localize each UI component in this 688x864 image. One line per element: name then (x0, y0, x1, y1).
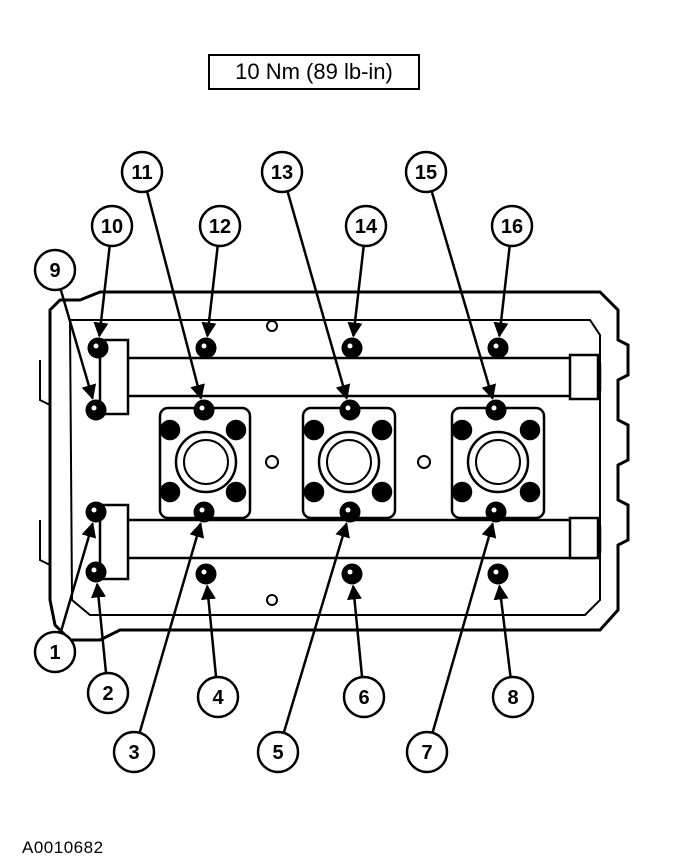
leader-line-9 (59, 288, 97, 400)
bearing-cap-right (450, 406, 546, 520)
leader-line-10 (93, 245, 111, 338)
bolt-3-highlight (198, 506, 206, 514)
callout-12-circle (198, 204, 242, 248)
callout-3-label: 3 (128, 742, 139, 764)
callout-10: 10 (90, 204, 134, 248)
lower-camshaft (98, 503, 602, 581)
callout-12-label: 12 (209, 216, 231, 238)
leader-line-8 (493, 584, 512, 678)
bolt-4-highlight (200, 568, 208, 576)
callout-3-circle (112, 730, 156, 774)
callout-5-circle (256, 730, 300, 774)
bolt-group (85, 337, 509, 585)
callout-1-label: 1 (49, 642, 60, 664)
callout-6-label: 6 (358, 687, 369, 709)
callout-11-label: 11 (131, 162, 152, 184)
leader-line-1 (59, 522, 97, 634)
callout-11: 11 (120, 150, 164, 194)
bolt-14-highlight (346, 342, 354, 350)
callout-9-label: 9 (49, 260, 60, 282)
callout-16-circle (490, 204, 534, 248)
leader-line-3 (138, 522, 205, 734)
callout-1: 1 (33, 630, 77, 674)
callout-14-label: 14 (355, 216, 378, 238)
callout-12: 12 (198, 204, 242, 248)
leader-line-14 (347, 245, 365, 338)
callout-2-circle (86, 671, 130, 715)
callout-7-label: 7 (421, 742, 432, 764)
bolt-10-highlight (92, 342, 100, 350)
leader-line-13 (286, 190, 351, 400)
callout-10-circle (90, 204, 134, 248)
leader-line-6 (347, 584, 364, 678)
callout-3: 3 (112, 730, 156, 774)
bearing-cap-left (158, 406, 252, 520)
bolt-13-highlight (344, 404, 352, 412)
callout-15-label: 15 (415, 162, 437, 184)
callout-2: 2 (86, 671, 130, 715)
callout-1-circle (33, 630, 77, 674)
callout-5: 5 (256, 730, 300, 774)
bolt-15-highlight (490, 404, 498, 412)
leader-line-2 (91, 582, 108, 674)
callout-8-circle (491, 675, 535, 719)
bolt-12-highlight (200, 342, 208, 350)
bolt-6-highlight (346, 568, 354, 576)
callout-4: 4 (196, 675, 240, 719)
bolt-2-highlight (90, 566, 98, 574)
callout-8: 8 (491, 675, 535, 719)
callout-7-circle (405, 730, 449, 774)
callout-7: 7 (405, 730, 449, 774)
callout-15: 15 (404, 150, 448, 194)
bolt-1-highlight (90, 506, 98, 514)
small-bolt-holes (265, 320, 431, 606)
callout-4-label: 4 (212, 687, 224, 709)
bolt-16-highlight (492, 342, 500, 350)
leader-line-12 (201, 245, 219, 338)
leader-line-16 (493, 245, 511, 338)
callout-16-label: 16 (501, 216, 523, 238)
torque-spec-label: 10 Nm (89 lb-in) (208, 54, 420, 90)
leader-line-4 (201, 584, 218, 678)
bolt-9-highlight (90, 404, 98, 412)
bolt-7-highlight (490, 506, 498, 514)
leader-line-11 (145, 191, 205, 400)
callout-10-label: 10 (101, 216, 123, 238)
callout-6-circle (342, 675, 386, 719)
figure-reference-code: A0010682 (22, 838, 104, 857)
callout-8-label: 8 (507, 687, 518, 709)
leader-line-7 (431, 522, 497, 734)
bolt-11-highlight (198, 404, 206, 412)
upper-camshaft (98, 338, 602, 416)
callout-13-label: 13 (271, 162, 293, 184)
leader-line-15 (430, 190, 497, 400)
bolt-8-highlight (492, 568, 500, 576)
callout-13: 13 (260, 150, 304, 194)
bolt-5-highlight (344, 506, 352, 514)
callout-13-circle (260, 150, 304, 194)
callout-11-circle (120, 150, 164, 194)
callout-6: 6 (342, 675, 386, 719)
callout-16: 16 (490, 204, 534, 248)
callout-14: 14 (344, 204, 388, 248)
callout-2-label: 2 (102, 683, 113, 705)
callout-5-label: 5 (272, 742, 283, 764)
callout-14-circle (344, 204, 388, 248)
callout-9-circle (33, 248, 77, 292)
callout-9: 9 (33, 248, 77, 292)
callout-15-circle (404, 150, 448, 194)
bearing-cap-center (301, 406, 397, 520)
callout-4-circle (196, 675, 240, 719)
leader-line-group (59, 190, 512, 734)
leader-line-5 (282, 522, 350, 734)
